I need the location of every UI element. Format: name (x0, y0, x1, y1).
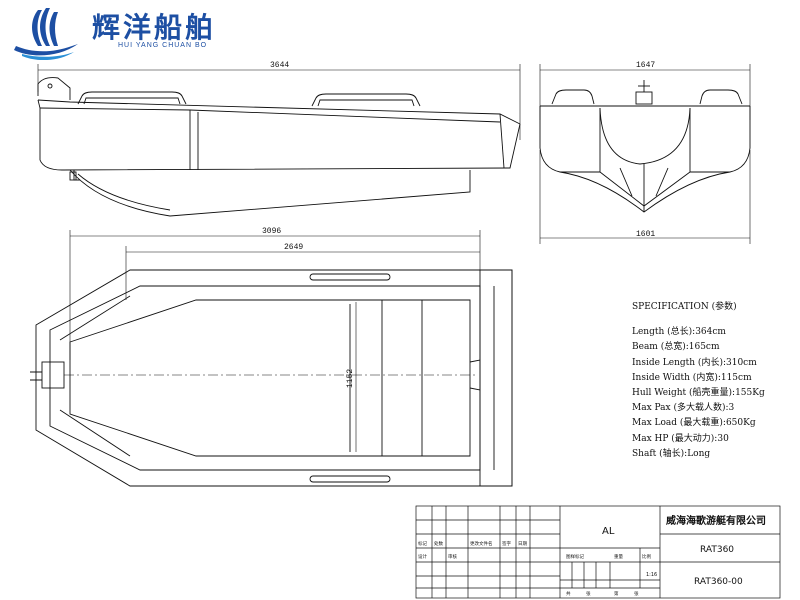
spec-line-inside-width: Inside Width (内宽):115cm (632, 372, 752, 383)
company-name-en: HUI YANG CHUAN BO (118, 42, 208, 49)
company-logo-icon (14, 8, 78, 60)
dim-bottom-width: 1601 (636, 230, 655, 239)
title-drawing-no: RAT360-00 (694, 577, 743, 587)
svg-text:更改文件名: 更改文件名 (470, 540, 493, 547)
specification-panel: SPECIFICATION (参数) Length (总长):364cm Bea… (632, 300, 765, 462)
svg-text:张: 张 (634, 590, 639, 597)
spec-line-max-load: Max Load (最大载重):650Kg (632, 418, 756, 429)
title-scale: 1:16 (646, 572, 657, 578)
title-mid-labels: 图样标记 重量 比例 共 张 第 张 (566, 553, 651, 597)
side-view (37, 64, 521, 217)
svg-text:图样标记: 图样标记 (566, 553, 584, 560)
dim-plan-inner-length: 2649 (284, 243, 303, 252)
spec-line-shaft: Shaft (轴长):Long (632, 448, 711, 459)
title-model: RAT360 (700, 545, 734, 555)
svg-text:共: 共 (566, 590, 571, 597)
dim-top-width: 1647 (636, 61, 655, 70)
plan-view (30, 230, 513, 487)
svg-text:张: 张 (586, 590, 591, 597)
svg-text:签字: 签字 (502, 540, 511, 547)
svg-text:第: 第 (614, 590, 619, 597)
dim-plan-outer-length: 3096 (262, 227, 281, 236)
spec-line-length: Length (总长):364cm (632, 327, 726, 338)
spec-line-inside-length: Inside Length (内长):310cm (632, 357, 757, 368)
spec-line-hull-weight: Hull Weight (船壳重量):155Kg (632, 387, 765, 398)
svg-text:重量: 重量 (614, 553, 623, 560)
svg-text:日期: 日期 (518, 541, 527, 547)
title-block (415, 505, 781, 599)
spec-line-beam: Beam (总宽):165cm (632, 342, 720, 353)
svg-text:标记: 标记 (418, 540, 427, 547)
svg-text:比例: 比例 (642, 553, 651, 560)
title-material: AL (602, 526, 615, 537)
company-name-cn: 辉洋船舶 (92, 11, 217, 44)
title-row-labels-1: 标记 处数 更改文件名 签字 日期 设计 审核 (418, 540, 527, 560)
dim-side-length: 3644 (270, 61, 289, 70)
title-company: 威海海歌游艇有限公司 (666, 514, 766, 527)
spec-title: SPECIFICATION (参数) (632, 302, 737, 312)
svg-text:处数: 处数 (434, 540, 443, 547)
spec-line-max-pax: Max Pax (多大载人数):3 (632, 403, 735, 414)
svg-text:审核: 审核 (448, 553, 457, 560)
spec-line-max-hp: Max HP (最大动力):30 (632, 433, 729, 444)
svg-text:设计: 设计 (418, 553, 427, 560)
dim-plan-inner-width: 1152 (346, 369, 355, 388)
front-view (539, 64, 751, 244)
